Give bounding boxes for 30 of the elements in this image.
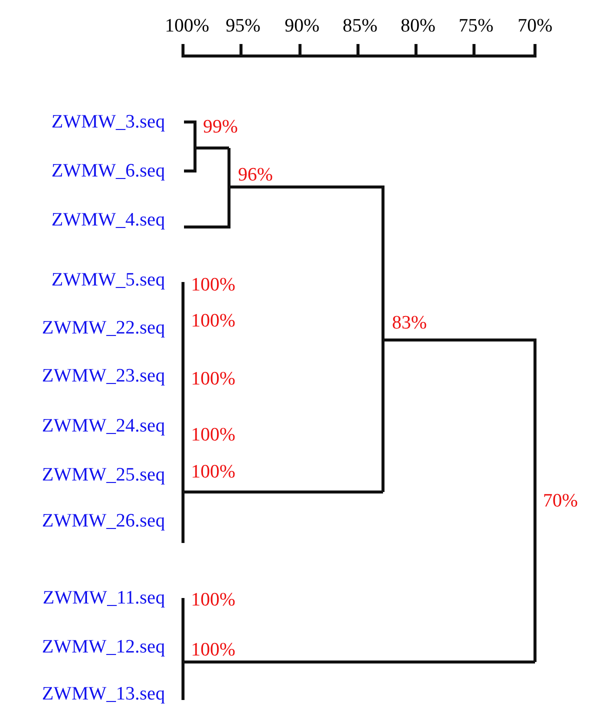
sequence-label: ZWMW_13.seq	[42, 684, 165, 704]
similarity-value: 100%	[191, 276, 236, 294]
similarity-value: 99%	[203, 118, 238, 136]
similarity-value: 100%	[191, 426, 236, 444]
scale-label: 90%	[284, 16, 320, 36]
sequence-label: ZWMW_24.seq	[42, 416, 165, 436]
sequence-label: ZWMW_3.seq	[52, 112, 165, 132]
similarity-value: 100%	[191, 590, 236, 610]
sequence-label: ZWMW_11.seq	[42, 588, 165, 608]
sequence-label: ZWMW_25.seq	[42, 466, 165, 484]
scale-label: 85%	[342, 16, 378, 36]
scale-label: 80%	[400, 16, 436, 36]
sequence-label: ZWMW_22.seq	[42, 318, 165, 338]
sequence-label: ZWMW_23.seq	[42, 366, 165, 386]
similarity-value: 100%	[191, 370, 236, 388]
similarity-value: 83%	[392, 314, 427, 332]
sequence-label: ZWMW_12.seq	[42, 638, 165, 656]
similarity-value: 100%	[191, 462, 236, 482]
sequence-label: ZWMW_26.seq	[42, 512, 165, 530]
similarity-value: 96%	[238, 166, 273, 184]
sequence-label: ZWMW_6.seq	[52, 162, 165, 180]
similarity-value: 100%	[191, 312, 236, 330]
scale-label: 100%	[164, 16, 210, 36]
similarity-value: 70%	[543, 492, 578, 510]
sequence-label: ZWMW_5.seq	[52, 270, 165, 290]
scale-label: 95%	[226, 16, 260, 36]
sequence-label: ZWMW_4.seq	[52, 210, 165, 230]
similarity-value: 100%	[191, 640, 236, 660]
scale-label: 75%	[458, 16, 494, 36]
scale-label: 70%	[518, 16, 552, 36]
